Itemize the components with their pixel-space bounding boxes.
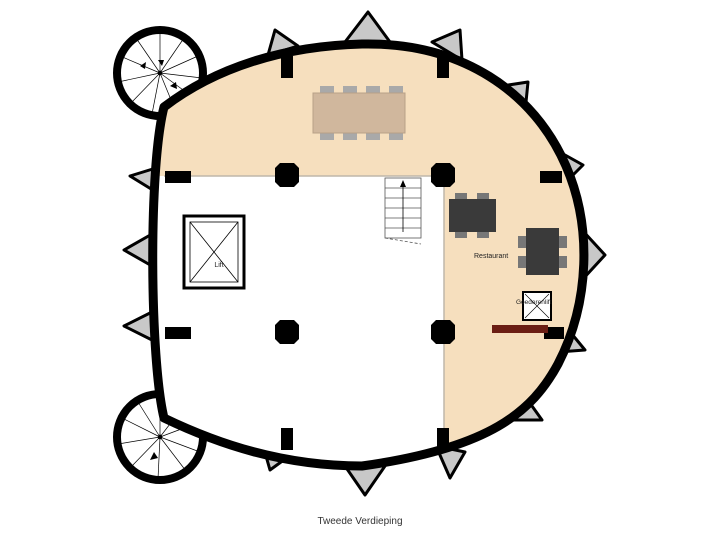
dining-table-icon	[312, 92, 406, 134]
buttress	[343, 10, 392, 44]
goods-lift	[522, 291, 552, 321]
dining-table-icon	[449, 199, 496, 232]
floor-caption: Tweede Verdieping	[317, 516, 403, 527]
lift	[182, 214, 246, 290]
buttress	[122, 310, 154, 342]
columns	[275, 163, 455, 344]
counter	[492, 325, 548, 333]
restaurant-label: Restaurant	[474, 253, 509, 260]
dark-dining-table-2	[518, 228, 567, 275]
buttress	[122, 232, 154, 268]
lift-label: Lift	[214, 262, 224, 269]
dark-dining-table-1	[449, 193, 496, 238]
long-dining-table	[312, 86, 406, 140]
straight-staircase-icon	[384, 177, 422, 245]
wall-piers	[165, 56, 564, 450]
goods-lift-label: Goederenlift	[516, 299, 552, 306]
outer-wall	[148, 39, 589, 471]
buttress	[430, 28, 464, 62]
dining-table-icon	[526, 228, 559, 275]
lift-cross-icon	[189, 221, 239, 283]
